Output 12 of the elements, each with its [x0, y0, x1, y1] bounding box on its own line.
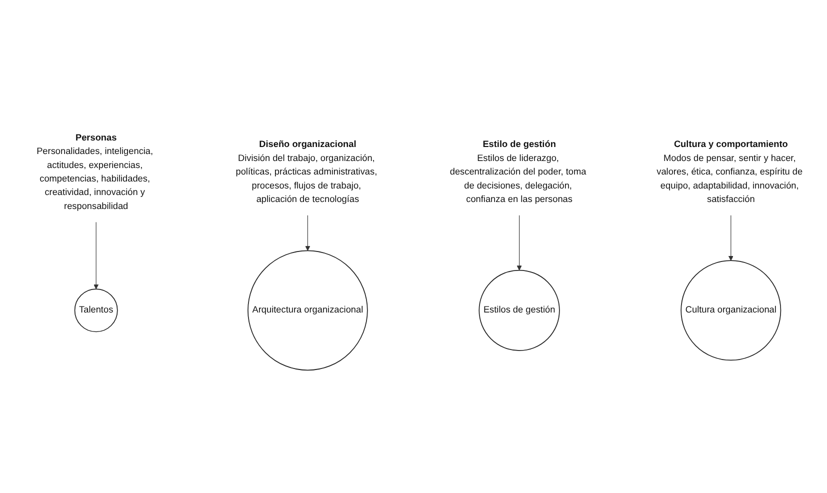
- node-circle: Cultura organizacional: [680, 260, 782, 361]
- node-text: Cultura y comportamiento Modos de pensar, sentir y hacer, valores, ética, confianza, espíritu de equipo, adaptabilidad, innovación, satisfacción: [656, 140, 803, 204]
- arrow: [305, 215, 310, 252]
- node-circle: Arquitectura organizacional: [248, 250, 368, 371]
- node-text: Estilo de gestión Estilos de liderazgo, descentralización del poder, toma de decisiones, delegación, confianza en las personas: [450, 140, 586, 204]
- arrow: [728, 215, 734, 261]
- node-text: Personas Personalidades, inteligencia, actitudes, experiencias, competencias, habilidades, creatividad, innovación y responsabilidad: [36, 133, 154, 212]
- node-circle: Estilos de gestión: [478, 270, 560, 352]
- node-circle: Talentos: [74, 288, 118, 332]
- arrow: [516, 215, 522, 271]
- arrow: [94, 222, 99, 290]
- node-text: Diseño organizacional División del trabajo, organización, políticas, prácticas administrativas, procesos, flujos de trabajo, aplicación de tecnologías: [236, 140, 378, 204]
